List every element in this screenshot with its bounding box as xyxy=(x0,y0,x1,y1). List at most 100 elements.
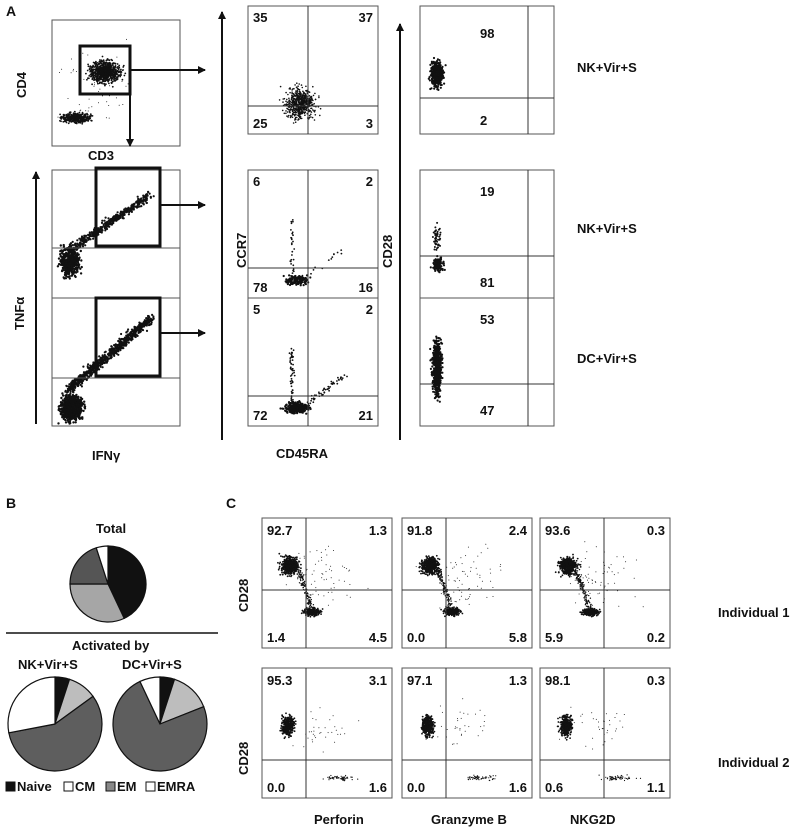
condition-label-3: DC+Vir+S xyxy=(577,351,637,366)
row-label-individual-1: Individual 1 xyxy=(718,605,790,620)
tnf-ifn-gate-2 xyxy=(94,296,162,378)
panel-c-2-2-ur: 1.3 xyxy=(509,673,527,688)
cd28-2-top: 19 xyxy=(480,184,494,199)
cd28-1-bottom: 2 xyxy=(480,113,487,128)
panel-c-1-1-ll: 1.4 xyxy=(267,630,286,645)
legend-naive: Naive xyxy=(17,779,52,794)
activated-by-title: Activated by xyxy=(72,638,150,653)
pie-slice-emra xyxy=(139,676,161,725)
cd28-3-bottom: 47 xyxy=(480,403,494,418)
panel-c-2-1-ur: 3.1 xyxy=(369,673,387,688)
panel-c-2-3-ur: 0.3 xyxy=(647,673,665,688)
panel-a-label: A xyxy=(6,3,16,19)
cd28-plot-3: 53 47 xyxy=(419,297,555,427)
pie-total xyxy=(69,545,147,623)
panel-c-plot-2-2: 97.1 1.3 0.0 1.6 xyxy=(401,667,533,799)
memory-plot-2: 6 2 78 16 xyxy=(247,169,379,299)
gate1-x-label: CD3 xyxy=(88,148,114,163)
pie-slice-em xyxy=(69,547,109,585)
memory-1-ur: 37 xyxy=(359,10,373,25)
gating-plot-cd4-cd3: CD4 CD3 xyxy=(14,19,181,163)
gate1-y-label: CD4 xyxy=(14,71,29,98)
pie-legend: Naive CM EM EMRA xyxy=(5,779,196,794)
pie-total-title: Total xyxy=(96,521,126,536)
panel-c-1-3-lr: 0.2 xyxy=(647,630,665,645)
panel-c-2-1-ll: 0.0 xyxy=(267,780,285,795)
panel-c-x-label-perforin: Perforin xyxy=(314,812,364,827)
gate2-x-label: IFNγ xyxy=(92,448,121,463)
panel-c-plot-1-1: 92.7 1.3 1.4 4.5 xyxy=(261,517,393,649)
panel-c-2-2-ll: 0.0 xyxy=(407,780,425,795)
panel-c-2-2-ul: 97.1 xyxy=(407,673,432,688)
pie-slice-emra xyxy=(7,676,56,734)
pie-dc-vir-s xyxy=(112,676,208,772)
memory-2-ul: 6 xyxy=(253,174,260,189)
memory-2-ll: 78 xyxy=(253,280,267,295)
panel-c-1-1-lr: 4.5 xyxy=(369,630,387,645)
pie-nk-vir-s xyxy=(7,676,103,772)
panel-c-2-3-lr: 1.1 xyxy=(647,780,665,795)
legend-swatch-naive xyxy=(5,781,16,792)
pie-slice-naive xyxy=(107,545,147,620)
panel-c-label: C xyxy=(226,495,236,511)
panel-c-plot-1-3: 93.6 0.3 5.9 0.2 xyxy=(539,517,671,649)
pie-slice-em xyxy=(8,695,103,772)
cd28-3-top: 53 xyxy=(480,312,494,327)
gating-plot-tnf-ifn: TNFα IFNγ xyxy=(12,166,181,463)
panel-c-1-3-ur: 0.3 xyxy=(647,523,665,538)
condition-label-2: NK+Vir+S xyxy=(577,221,637,236)
memory-3-ur: 2 xyxy=(366,302,373,317)
memory-2-ur: 2 xyxy=(366,174,373,189)
panel-c-1-1-ul: 92.7 xyxy=(267,523,292,538)
legend-swatch-cm xyxy=(63,781,74,792)
legend-emra: EMRA xyxy=(157,779,196,794)
pie-slice-em xyxy=(112,680,208,772)
panel-b-label: B xyxy=(6,495,16,511)
panel-c-1-1-ur: 1.3 xyxy=(369,523,387,538)
panel-c-1-2-ur: 2.4 xyxy=(509,523,528,538)
memory-3-ul: 5 xyxy=(253,302,260,317)
panel-c-1-3-ul: 93.6 xyxy=(545,523,570,538)
memory-2-lr: 16 xyxy=(359,280,373,295)
legend-em: EM xyxy=(117,779,137,794)
ccr7-axis-label: CCR7 xyxy=(234,233,249,268)
panel-c-1-2-ll: 0.0 xyxy=(407,630,425,645)
pie-slice-cm xyxy=(69,583,125,623)
panel-c-y-label-1: CD28 xyxy=(236,579,251,612)
panel-c-y-label-2: CD28 xyxy=(236,742,251,775)
cd28-plot-1: 98 2 xyxy=(419,5,555,135)
gate2-y-label: TNFα xyxy=(12,297,27,330)
panel-c-2-2-lr: 1.6 xyxy=(509,780,527,795)
memory-1-lr: 3 xyxy=(366,116,373,131)
pie-dc-title: DC+Vir+S xyxy=(122,657,182,672)
memory-plot-3: 5 2 72 21 xyxy=(247,297,379,427)
row-label-individual-2: Individual 2 xyxy=(718,755,790,770)
memory-1-ll: 25 xyxy=(253,116,267,131)
cd28-axis-label: CD28 xyxy=(380,235,395,268)
panel-c-1-3-ll: 5.9 xyxy=(545,630,563,645)
legend-swatch-emra xyxy=(145,781,156,792)
cd28-1-top: 98 xyxy=(480,26,494,41)
legend-swatch-em xyxy=(105,781,116,792)
panel-c-plot-2-3: 98.1 0.3 0.6 1.1 xyxy=(539,667,671,799)
legend-cm: CM xyxy=(75,779,95,794)
panel-c-2-3-ul: 98.1 xyxy=(545,673,570,688)
panel-c-x-label-granzyme: Granzyme B xyxy=(431,812,507,827)
memory-3-ll: 72 xyxy=(253,408,267,423)
panel-c-x-label-nkg2d: NKG2D xyxy=(570,812,616,827)
panel-c-2-1-ul: 95.3 xyxy=(267,673,292,688)
panel-c-2-3-ll: 0.6 xyxy=(545,780,563,795)
cd45ra-axis-label: CD45RA xyxy=(276,446,329,461)
memory-3-lr: 21 xyxy=(359,408,373,423)
panel-c-1-2-ul: 91.8 xyxy=(407,523,432,538)
pie-slice-emra xyxy=(95,545,109,585)
